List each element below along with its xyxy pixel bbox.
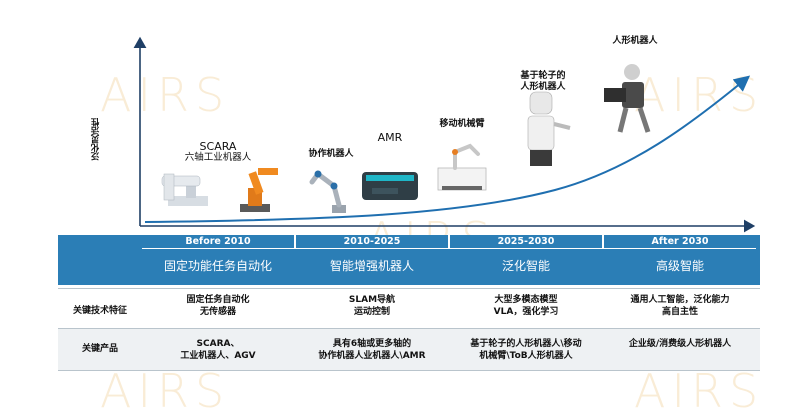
row-label-tech-features: 关键技术特征 <box>72 306 127 316</box>
era-divider <box>294 235 296 249</box>
robot-label-wheeled-humanoid-line1: 基于轮子的 <box>520 71 566 81</box>
product-cell-4-line1: 企业级/消费级人形机器人 <box>628 339 732 349</box>
era-divider <box>602 235 604 249</box>
tech-cell-3-line2: VLA，强化学习 <box>493 307 559 317</box>
era-2010-2025: 2010-2025 智能增强机器人 <box>296 235 448 285</box>
tech-cell-1: 固定任务自动化 无传感器 <box>142 294 294 318</box>
watermark-bottom-right: AIRS <box>634 364 765 418</box>
cobot-icon <box>309 170 346 213</box>
industrial-robot-icon <box>240 168 278 212</box>
robot-label-mobile-manipulator: 移动机械臂 <box>439 119 485 129</box>
robot-label-cobot: 协作机器人 <box>308 149 354 159</box>
tech-cell-3: 大型多模态模型 VLA，强化学习 <box>450 294 602 318</box>
product-cell-1: SCARA、 工业机器人、AGV <box>142 338 294 362</box>
row-separator <box>58 288 760 289</box>
robot-label-humanoid: 人形机器人 <box>612 36 658 46</box>
robot-label-wheeled-humanoid: 基于轮子的 人形机器人 <box>512 71 574 93</box>
era-band <box>58 235 760 285</box>
growth-curve <box>144 75 751 223</box>
humanoid-robot-icon <box>604 64 651 133</box>
watermark-bottom-left: AIRS <box>100 364 231 418</box>
product-cell-2-line1: 具有6轴或更多轴的 <box>332 339 412 349</box>
tech-cell-1-line1: 固定任务自动化 <box>186 295 250 305</box>
robot-label-wheeled-humanoid-line2: 人形机器人 <box>520 82 566 92</box>
tech-cell-4-line2: 高自主性 <box>661 307 698 317</box>
robot-label-scara: SCARA 六轴工业机器人 <box>178 141 258 163</box>
era-title: 智能增强机器人 <box>329 259 414 273</box>
mobile-manipulator-icon <box>437 143 487 191</box>
era-period: 2025-2030 <box>450 235 602 249</box>
era-period: Before 2010 <box>142 235 294 249</box>
era-period: 2010-2025 <box>296 235 448 249</box>
tech-cell-2-line1: SLAM导航 <box>348 295 396 305</box>
row-label-key-products: 关键产品 <box>81 344 118 354</box>
amr-icon <box>362 172 418 200</box>
robot-label-scara-line2: 六轴工业机器人 <box>184 152 252 163</box>
scara-robot-icon <box>161 173 208 206</box>
tech-cell-1-line2: 无传感器 <box>199 307 236 317</box>
era-2025-2030: 2025-2030 泛化智能 <box>450 235 602 285</box>
robot-label-scara-line1: SCARA <box>199 140 237 153</box>
row-separator <box>58 328 760 329</box>
tech-cell-2-line2: 运动控制 <box>353 307 390 317</box>
product-cell-3-line1: 基于轮子的人形机器人\移动 <box>470 339 582 349</box>
growth-chart <box>133 36 756 233</box>
era-before-2010: Before 2010 固定功能任务自动化 <box>142 235 294 285</box>
product-cell-1-line2: 工业机器人、AGV <box>180 351 256 361</box>
era-divider <box>448 235 450 249</box>
era-after-2030: After 2030 高级智能 <box>604 235 756 285</box>
tech-cell-2: SLAM导航 运动控制 <box>296 294 448 318</box>
product-cell-4: 企业级/消费级人形机器人 <box>604 338 756 350</box>
era-title: 固定功能任务自动化 <box>163 259 272 273</box>
row-shade <box>58 328 760 370</box>
product-cell-1-line1: SCARA、 <box>196 339 240 349</box>
tech-cell-4: 通用人工智能，泛化能力 高自主性 <box>604 294 756 318</box>
era-title: 高级智能 <box>655 259 704 273</box>
tech-cell-3-line1: 大型多模态模型 <box>494 295 558 305</box>
row-separator <box>58 370 760 371</box>
y-axis-label: 泛化灵活性 <box>91 118 101 161</box>
tech-cell-4-line1: 通用人工智能，泛化能力 <box>630 295 730 305</box>
era-period: After 2030 <box>604 235 756 249</box>
wheeled-humanoid-icon <box>527 91 571 166</box>
product-cell-2-line2: 协作机器人业机器人\AMR <box>318 351 426 361</box>
product-cell-2: 具有6轴或更多轴的 协作机器人业机器人\AMR <box>296 338 448 362</box>
product-cell-3: 基于轮子的人形机器人\移动 机械臂\ToB人形机器人 <box>450 338 602 362</box>
product-cell-3-line2: 机械臂\ToB人形机器人 <box>479 351 573 361</box>
robot-label-amr: AMR <box>377 131 403 144</box>
era-title: 泛化智能 <box>501 259 550 273</box>
